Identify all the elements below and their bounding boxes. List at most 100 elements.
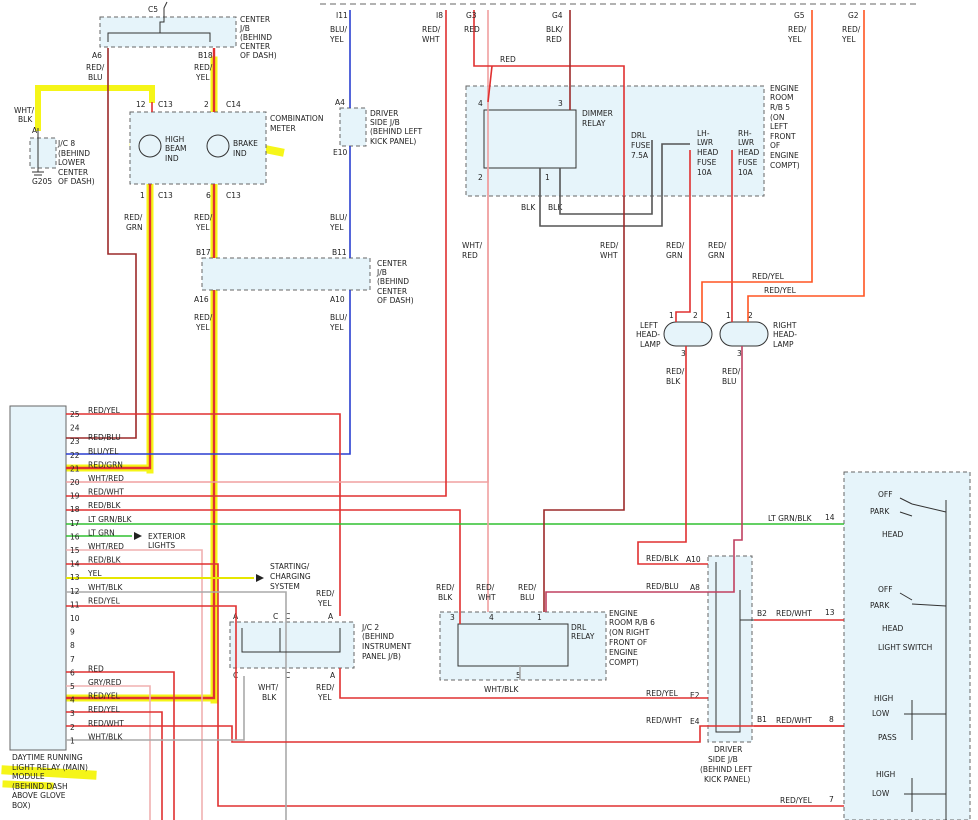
wire-blu-yel-i11-2: YEL: [329, 35, 344, 44]
brake-label-1: BRAKE: [233, 139, 258, 148]
left-headlamp-label-1: LEFT: [640, 321, 658, 330]
meter-pin-6: 6: [206, 191, 211, 200]
module-pin-number: 7: [70, 655, 75, 664]
starting-system-arrow-icon: [256, 574, 264, 582]
driver-jb-right-label-3: (BEHIND LEFT: [700, 765, 753, 774]
module-pin-wire-label: RED/WHT: [88, 719, 124, 728]
wire-wht-blk-jc2-1: WHT/: [258, 683, 279, 692]
driver-jb-right-b2: B2: [757, 609, 767, 618]
switch-high-2: HIGH: [876, 770, 895, 779]
drl-relay-icon: [457, 623, 569, 667]
module-pin-number: 24: [70, 424, 80, 433]
terminal-g5: G5: [794, 11, 805, 20]
switch-pin-7: 7: [829, 795, 834, 804]
wire-red-g3: RED: [464, 25, 480, 34]
wire-red-blk-rb6-2: BLK: [438, 593, 453, 602]
wire-red-wht-i8-2: WHT: [422, 35, 440, 44]
wire-blu-yel-mid-2: YEL: [329, 223, 344, 232]
switch-head-2: HEAD: [882, 624, 904, 633]
wire-paths: [66, 3, 920, 820]
wire-red-yel-jc2-top-1: RED/: [316, 589, 335, 598]
switch-pin-14: 14: [825, 513, 835, 522]
module-pin-wire-label: RED: [88, 664, 104, 673]
left-headlamp-box: [663, 321, 713, 347]
wire-wht-blk-jc2-2: BLK: [262, 693, 277, 702]
combination-meter-box: [129, 111, 267, 185]
jc8-label-5: OF DASH): [58, 177, 95, 186]
center-jb-mid-b17: B17: [196, 248, 211, 257]
module-pin-number: 1: [70, 736, 75, 745]
switch-low-1: LOW: [872, 709, 890, 718]
wire-wht-red-1: WHT/: [462, 241, 483, 250]
center-jb-top-label-1: CENTER: [240, 15, 270, 24]
jc8-pin-a: A: [32, 126, 38, 135]
wire-red-wht-b2: RED/WHT: [776, 609, 812, 618]
wire-wht-blk-rb6: WHT/BLK: [484, 685, 519, 694]
meter-pin-1: 1: [140, 191, 145, 200]
switch-park-1: PARK: [870, 507, 890, 516]
driver-jb-right-a8: A8: [690, 583, 700, 592]
center-jb-top-label-5: OF DASH): [240, 51, 277, 60]
engine-rb6-label-2: ROOM R/B 6: [609, 618, 655, 627]
engine-rb5-label-5: LEFT: [770, 122, 788, 131]
wire-red-yel-jc2-bot-2: YEL: [317, 693, 332, 702]
drl-module-label-4: (BEHIND DASH: [12, 782, 68, 791]
meter-c13c: C13: [226, 191, 241, 200]
driver-jb-right-b1: B1: [757, 715, 767, 724]
module-pin-wire-label: WHT/BLK: [88, 583, 123, 592]
right-headlamp-label-3: LAMP: [773, 340, 794, 349]
module-pin-wire-label: WHT/BLK: [88, 732, 123, 741]
wire-red-blu-a8: RED/BLU: [646, 582, 679, 591]
module-pin-wire-label: RED/YEL: [88, 596, 121, 605]
wire-red-blk-rb6-1: RED/: [436, 583, 455, 592]
module-pin-number: 5: [70, 682, 75, 691]
exterior-lights-arrow-icon: [134, 532, 142, 540]
jc2-c1: C: [273, 612, 278, 621]
rb5-pin-1: 1: [545, 173, 550, 182]
drl-module-label-3: MODULE: [12, 772, 45, 781]
driver-jb-left-box: [339, 107, 367, 147]
jc2-c2: C: [285, 612, 290, 621]
module-pin-wire-label: RED/YEL: [88, 692, 121, 701]
module-pin-number: 10: [70, 614, 80, 623]
drl-fuse-label-1: DRL: [631, 131, 647, 140]
module-pin-wire-label: GRY/RED: [88, 678, 122, 687]
left-headlamp-label-3: LAMP: [640, 340, 661, 349]
drl-module-label-6: BOX): [12, 801, 31, 810]
switch-low-2: LOW: [872, 789, 890, 798]
drl-module-box: [9, 405, 67, 751]
wire-red-yel-meter-1: RED/: [194, 213, 213, 222]
wire-blu-yel-mid-1: BLU/: [330, 213, 347, 222]
rb5-blk-1: BLK: [521, 203, 536, 212]
lh-fuse-label-2: LWR: [697, 138, 713, 147]
wire-red-yel-jc2-top-2: YEL: [317, 599, 332, 608]
module-pin-wire-label: WHT/RED: [88, 474, 124, 483]
wire-red-wht-drl-2: WHT: [600, 251, 618, 260]
module-pin-number: 12: [70, 587, 80, 596]
wire-red-blu-rb6-1: RED/: [518, 583, 537, 592]
rb5-pin-2: 2: [478, 173, 483, 182]
rb6-pin-3: 3: [450, 613, 455, 622]
high-beam-indicator-icon: [138, 134, 162, 158]
center-jb-mid-a16: A16: [194, 295, 209, 304]
wire-red-grn-meter-2: GRN: [126, 223, 143, 232]
driver-jb-left-label-3: (BEHIND LEFT: [370, 127, 423, 136]
jc8-g205: G205: [32, 177, 52, 186]
jc2-label-2: (BEHIND: [362, 632, 394, 641]
driver-jb-right-box: [707, 555, 753, 743]
wire-red-yel-h2: RED/YEL: [764, 286, 797, 295]
wire-red-yel-g5-2: YEL: [787, 35, 802, 44]
wire-red-grn-rh-1: RED/: [708, 241, 727, 250]
jc8-label-2: (BEHIND: [58, 149, 90, 158]
drl-module-label-1: DAYTIME RUNNING: [12, 753, 83, 762]
wire-red-grn-lh-1: RED/: [666, 241, 685, 250]
wire-wht-blk-jc8-2: BLK: [18, 115, 33, 124]
switch-pin-8: 8: [829, 715, 834, 724]
driver-jb-right-label-1: DRIVER: [714, 745, 742, 754]
driver-jb-right-e2: E2: [690, 691, 700, 700]
terminal-g3: G3: [466, 11, 477, 20]
driver-jb-right-e4: E4: [690, 717, 700, 726]
lh-fuse-label-4: FUSE: [697, 158, 717, 167]
left-headlamp-pin-2: 2: [693, 311, 698, 320]
